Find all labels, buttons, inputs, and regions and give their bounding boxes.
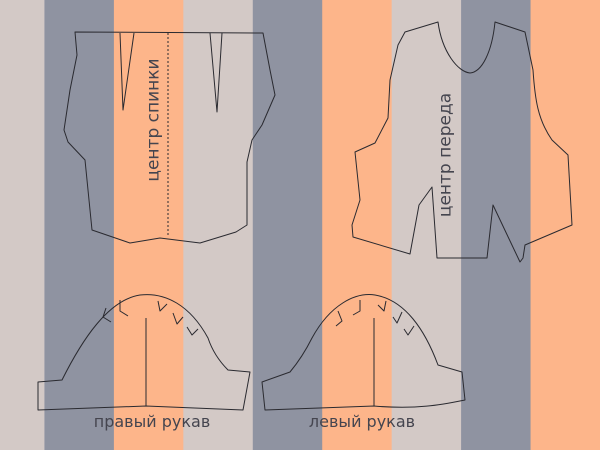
front-piece <box>351 21 573 263</box>
front-center-label: центр переда <box>435 92 456 218</box>
background-stripe <box>391 0 462 450</box>
background-stripe <box>183 0 254 450</box>
left-sleeve-dart-1 <box>335 310 343 327</box>
background-stripe <box>252 0 323 450</box>
background-stripe <box>113 0 184 450</box>
right-sleeve-label: правый рукав <box>93 412 211 431</box>
background-stripe <box>461 0 532 450</box>
right-sleeve-outline <box>37 294 251 411</box>
left-sleeve-label: левый рукав <box>308 412 416 431</box>
background-stripe <box>322 0 393 450</box>
right-sleeve-dart-3 <box>157 300 168 312</box>
left-sleeve-dart-3 <box>377 300 387 312</box>
back-center-label: центр спинки <box>143 58 164 182</box>
right-sleeve-dart-4 <box>172 312 184 325</box>
background-stripe <box>44 0 115 450</box>
front-piece-outline <box>351 21 573 263</box>
background-stripe <box>530 0 600 450</box>
left-sleeve-dart-2 <box>352 300 361 316</box>
back-dart-left <box>119 32 135 111</box>
right-sleeve-dart-2 <box>119 300 129 317</box>
left-sleeve-dart-4 <box>392 311 403 324</box>
left-sleeve-piece <box>261 294 466 411</box>
left-sleeve-outline <box>261 294 466 411</box>
back-dart-right <box>209 32 223 113</box>
right-sleeve-piece <box>37 294 251 411</box>
left-sleeve-dart-5 <box>403 325 415 336</box>
right-sleeve-dart-5 <box>186 326 199 336</box>
back-piece <box>63 31 276 244</box>
background-stripe <box>0 0 45 450</box>
right-sleeve-dart-1 <box>102 307 112 323</box>
back-piece-outline <box>63 31 276 244</box>
